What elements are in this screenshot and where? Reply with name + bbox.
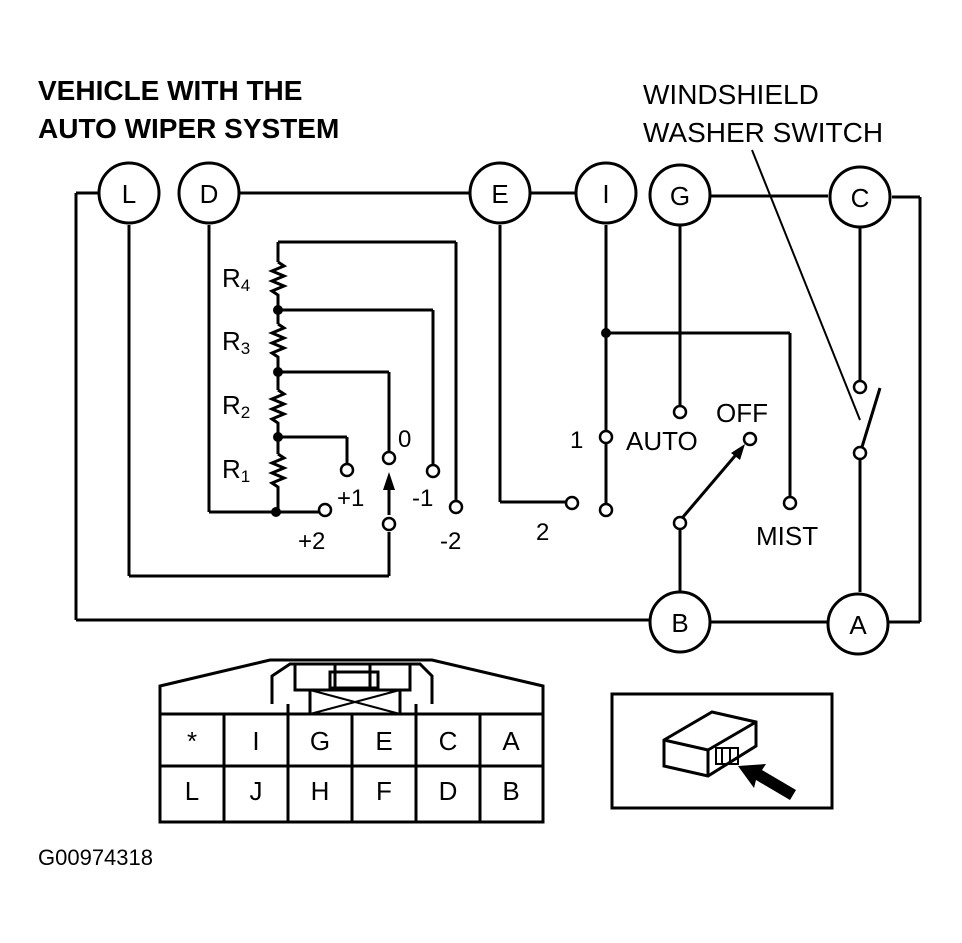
terminal-i-label: I: [602, 179, 609, 209]
pin-g: G: [310, 726, 330, 756]
terminal-e-label: E: [491, 179, 508, 209]
terminal-e: [468, 161, 532, 225]
pin-h: H: [311, 776, 330, 806]
pin-i: I: [252, 726, 259, 756]
pos-plus2-label: +2: [298, 528, 325, 555]
pos-one-label: 1: [570, 427, 583, 454]
figure-id: G00974318: [38, 845, 153, 870]
mode-switch: [498, 225, 798, 592]
l-circuit: [127, 225, 395, 578]
contact-minus1: [425, 463, 441, 479]
contact-minus2: [448, 499, 464, 515]
pos-minus2-label: -2: [440, 528, 461, 555]
terminal-d: [177, 161, 241, 225]
terminal-b-label: B: [671, 608, 688, 638]
terminal-c: [828, 165, 892, 229]
pos-zero-label: 0: [398, 426, 411, 453]
outer-wiring: [74, 191, 922, 624]
r2-label: R2: [222, 390, 250, 422]
connector-locator-inset: [610, 692, 834, 810]
r4-label: R4: [222, 263, 250, 295]
pin-a: A: [502, 726, 520, 756]
terminal-d-label: D: [200, 179, 219, 209]
terminal-l: [97, 161, 161, 225]
pin-f: F: [376, 776, 392, 806]
intermittent-contacts: [317, 450, 464, 532]
r1-label: R1: [222, 454, 250, 486]
terminal-g-label: G: [670, 181, 690, 211]
pos-minus1-label: -1: [412, 485, 433, 512]
pin-star: *: [187, 726, 197, 756]
terminal-c-label: C: [851, 183, 870, 213]
pin-j: J: [250, 776, 263, 806]
terminal-a: [826, 592, 890, 656]
washer-switch: [852, 228, 882, 592]
pin-c: C: [439, 726, 458, 756]
terminal-g: [648, 163, 712, 227]
terminal-i: [574, 161, 638, 225]
resistor-ladder: [207, 225, 458, 517]
pin-l: L: [185, 776, 199, 806]
terminal-b: [648, 590, 712, 654]
contact-plus2: [317, 502, 333, 518]
switch-label-line-2: WASHER SWITCH: [643, 117, 883, 148]
contact-common: [381, 516, 397, 532]
title-line-2: AUTO WIPER SYSTEM: [38, 113, 339, 144]
pos-off-label: OFF: [716, 398, 768, 428]
pos-two-label: 2: [536, 519, 549, 546]
r3-label: R3: [222, 326, 250, 358]
switch-label-line-1: WINDSHIELD: [643, 79, 819, 110]
pin-d: D: [439, 776, 458, 806]
pos-auto-label: AUTO: [626, 426, 698, 456]
contact-plus1: [339, 462, 355, 478]
pin-b: B: [502, 776, 519, 806]
terminal-a-label: A: [849, 610, 867, 640]
contact-zero: [381, 450, 397, 466]
pos-plus1-label: +1: [337, 485, 364, 512]
pos-mist-label: MIST: [756, 521, 818, 551]
terminal-nodes: [97, 161, 892, 656]
connector-face: [158, 658, 545, 824]
title-line-1: VEHICLE WITH THE: [38, 75, 302, 106]
pin-e: E: [375, 726, 392, 756]
terminal-l-label: L: [122, 179, 136, 209]
arrow-icon: [738, 764, 796, 800]
